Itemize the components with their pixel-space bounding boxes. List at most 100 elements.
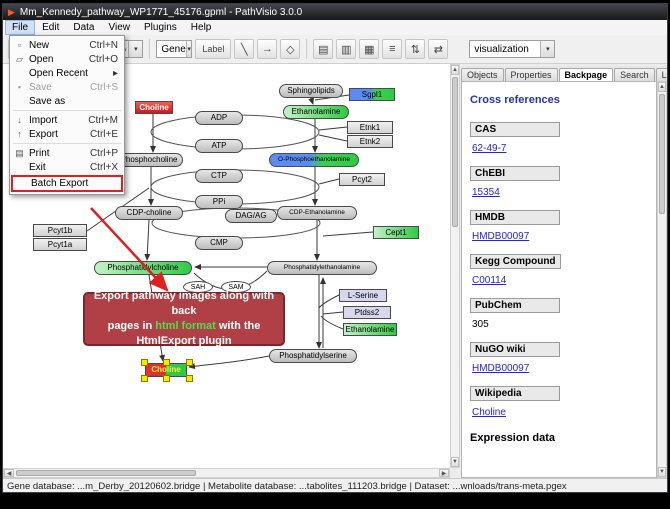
tutorial-callout: Export pathway images along with back pa… — [83, 290, 285, 347]
pathway-node[interactable]: CDP-choline — [115, 206, 183, 220]
selection-handle[interactable] — [163, 359, 170, 366]
pathway-node[interactable]: Ethanolamine — [283, 105, 349, 119]
pathway-node[interactable]: Sphingolipids — [279, 84, 343, 98]
xref-link-wikipedia[interactable]: Choline — [472, 407, 506, 418]
canvas-horizontal-scrollbar[interactable]: ◀ ▶ — [3, 468, 450, 478]
pathway-node[interactable]: Pcyt2 — [339, 173, 385, 186]
pathway-node[interactable]: CMP — [195, 236, 243, 250]
tab-search[interactable]: Search — [614, 68, 655, 81]
pathway-node[interactable]: CTP — [195, 169, 243, 183]
pathway-node[interactable]: Choline — [135, 101, 173, 114]
xref-link-kegg[interactable]: C00114 — [472, 275, 507, 286]
xref-link-cas[interactable]: 62-49-7 — [472, 143, 507, 154]
side-panel-tabs: Objects Properties Backpage Search Legen… — [461, 66, 667, 81]
xref-link-hmdb[interactable]: HMDB00097 — [472, 231, 530, 242]
scroll-down-icon[interactable]: ▼ — [658, 467, 666, 477]
menu-data[interactable]: Data — [73, 22, 95, 33]
pathway-node[interactable]: O-Phosphoethanolamine — [269, 153, 359, 167]
pathway-node[interactable]: Etnk1 — [347, 121, 393, 134]
datanode-type-combobox[interactable]: Gene ▾ — [156, 40, 193, 58]
tab-backpage[interactable]: Backpage — [558, 68, 614, 81]
xref-header-chebi: ChEBI — [470, 166, 560, 181]
pathway-node[interactable]: Sgpl1 — [349, 88, 395, 101]
pathway-node[interactable]: Etnk2 — [347, 135, 393, 148]
pathway-node[interactable]: Pcyt1b — [33, 224, 87, 237]
scroll-up-icon[interactable]: ▲ — [451, 65, 459, 75]
scrollbar-thumb[interactable] — [659, 94, 665, 214]
tab-properties[interactable]: Properties — [504, 68, 558, 81]
scrollbar-thumb[interactable] — [16, 470, 196, 476]
visualization-value: visualization — [474, 43, 529, 55]
common-width-button[interactable]: ▦ — [359, 39, 380, 59]
pathway-node[interactable]: Phosphocholine — [115, 153, 183, 167]
selection-handle[interactable] — [141, 359, 148, 366]
file-menu-item-save-as[interactable]: Save as — [29, 95, 66, 107]
tab-legend[interactable]: Legend — [655, 68, 667, 81]
file-menu-item-batch-export[interactable]: Batch Export — [13, 177, 121, 190]
panel-vertical-scrollbar[interactable]: ▲ ▼ — [657, 81, 667, 478]
open-folder-icon: ▱ — [16, 53, 23, 64]
new-document-icon: ▫ — [17, 40, 22, 50]
selection-handle[interactable] — [186, 359, 193, 366]
menu-plugins[interactable]: Plugins — [143, 22, 177, 33]
align-vertical-button[interactable]: ▥ — [336, 39, 357, 59]
file-menu-item-open-recent[interactable]: Open Recent▸ — [29, 67, 118, 79]
status-bar: Gene database: ...m_Derby_20120602.bridg… — [3, 478, 667, 492]
callout-line2: pages in html format with the — [107, 320, 261, 332]
menu-edit[interactable]: Edit — [42, 22, 60, 33]
scrollbar-thumb[interactable] — [452, 77, 458, 227]
distribute-vertical-button[interactable]: ⇅ — [405, 39, 426, 59]
pathway-node[interactable]: Ptdss2 — [343, 306, 391, 319]
tab-objects[interactable]: Objects — [461, 68, 504, 81]
pathway-node[interactable]: ADP — [195, 111, 243, 125]
arrow-tool-button[interactable]: → — [257, 39, 278, 59]
xref-link-nugo[interactable]: HMDB00097 — [472, 363, 530, 374]
shape-tool-button[interactable]: ◇ — [280, 39, 301, 59]
pathway-node[interactable]: DAG/AG — [225, 209, 277, 223]
distribute-horizontal-button[interactable]: ⇄ — [428, 39, 449, 59]
pathway-node[interactable]: ATP — [195, 139, 243, 153]
pathway-node[interactable]: PPi — [195, 195, 243, 209]
selection-handle[interactable] — [163, 375, 170, 382]
scroll-left-icon[interactable]: ◀ — [4, 469, 14, 477]
visualization-combobox[interactable]: visualization ▾ — [469, 40, 556, 58]
scroll-right-icon[interactable]: ▶ — [439, 469, 449, 477]
pathway-node[interactable]: Ethanolamine — [343, 323, 397, 336]
status-text: Gene database: ...m_Derby_20120602.bridg… — [7, 480, 567, 492]
canvas-vertical-scrollbar[interactable]: ▲ ▼ — [450, 64, 460, 468]
menu-view[interactable]: View — [108, 22, 130, 33]
label-tool-button[interactable]: Label — [195, 39, 232, 59]
chevron-down-icon[interactable]: ▾ — [128, 41, 143, 57]
toolbar-separator — [149, 39, 151, 59]
selection-handle[interactable] — [141, 375, 148, 382]
xref-link-chebi[interactable]: 15354 — [472, 187, 500, 198]
pathway-node[interactable]: Cept1 — [373, 226, 419, 239]
scroll-up-icon[interactable]: ▲ — [658, 82, 666, 92]
distribute-vertical-icon: ⇅ — [410, 43, 420, 56]
align-horizontal-button[interactable]: ▤ — [313, 39, 334, 59]
chevron-down-icon[interactable]: ▾ — [540, 41, 555, 57]
export-icon: ↑ — [17, 129, 22, 139]
scroll-down-icon[interactable]: ▼ — [451, 457, 459, 467]
line-tool-button[interactable]: ╲ — [234, 39, 255, 59]
stack-button[interactable]: ≡ — [382, 39, 403, 59]
menu-help[interactable]: Help — [190, 22, 212, 33]
pathway-node[interactable]: CDP-Ethanolamine — [277, 206, 357, 220]
pathway-node[interactable]: Phosphatidylserine — [269, 349, 357, 363]
pathway-node[interactable]: L-Serine — [339, 289, 387, 302]
menu-file[interactable]: File — [5, 20, 36, 35]
xref-header-pubchem: PubChem — [470, 298, 560, 313]
pathway-node[interactable]: Phosphatidylethanolamine — [267, 261, 377, 275]
pathway-node[interactable]: Phosphatidylcholine — [94, 261, 192, 275]
selection-handle[interactable] — [186, 375, 193, 382]
xref-header-kegg: Kegg Compound — [470, 254, 561, 269]
pathway-node[interactable]: Pcyt1a — [33, 238, 87, 251]
chevron-down-icon[interactable]: ▾ — [185, 41, 192, 57]
